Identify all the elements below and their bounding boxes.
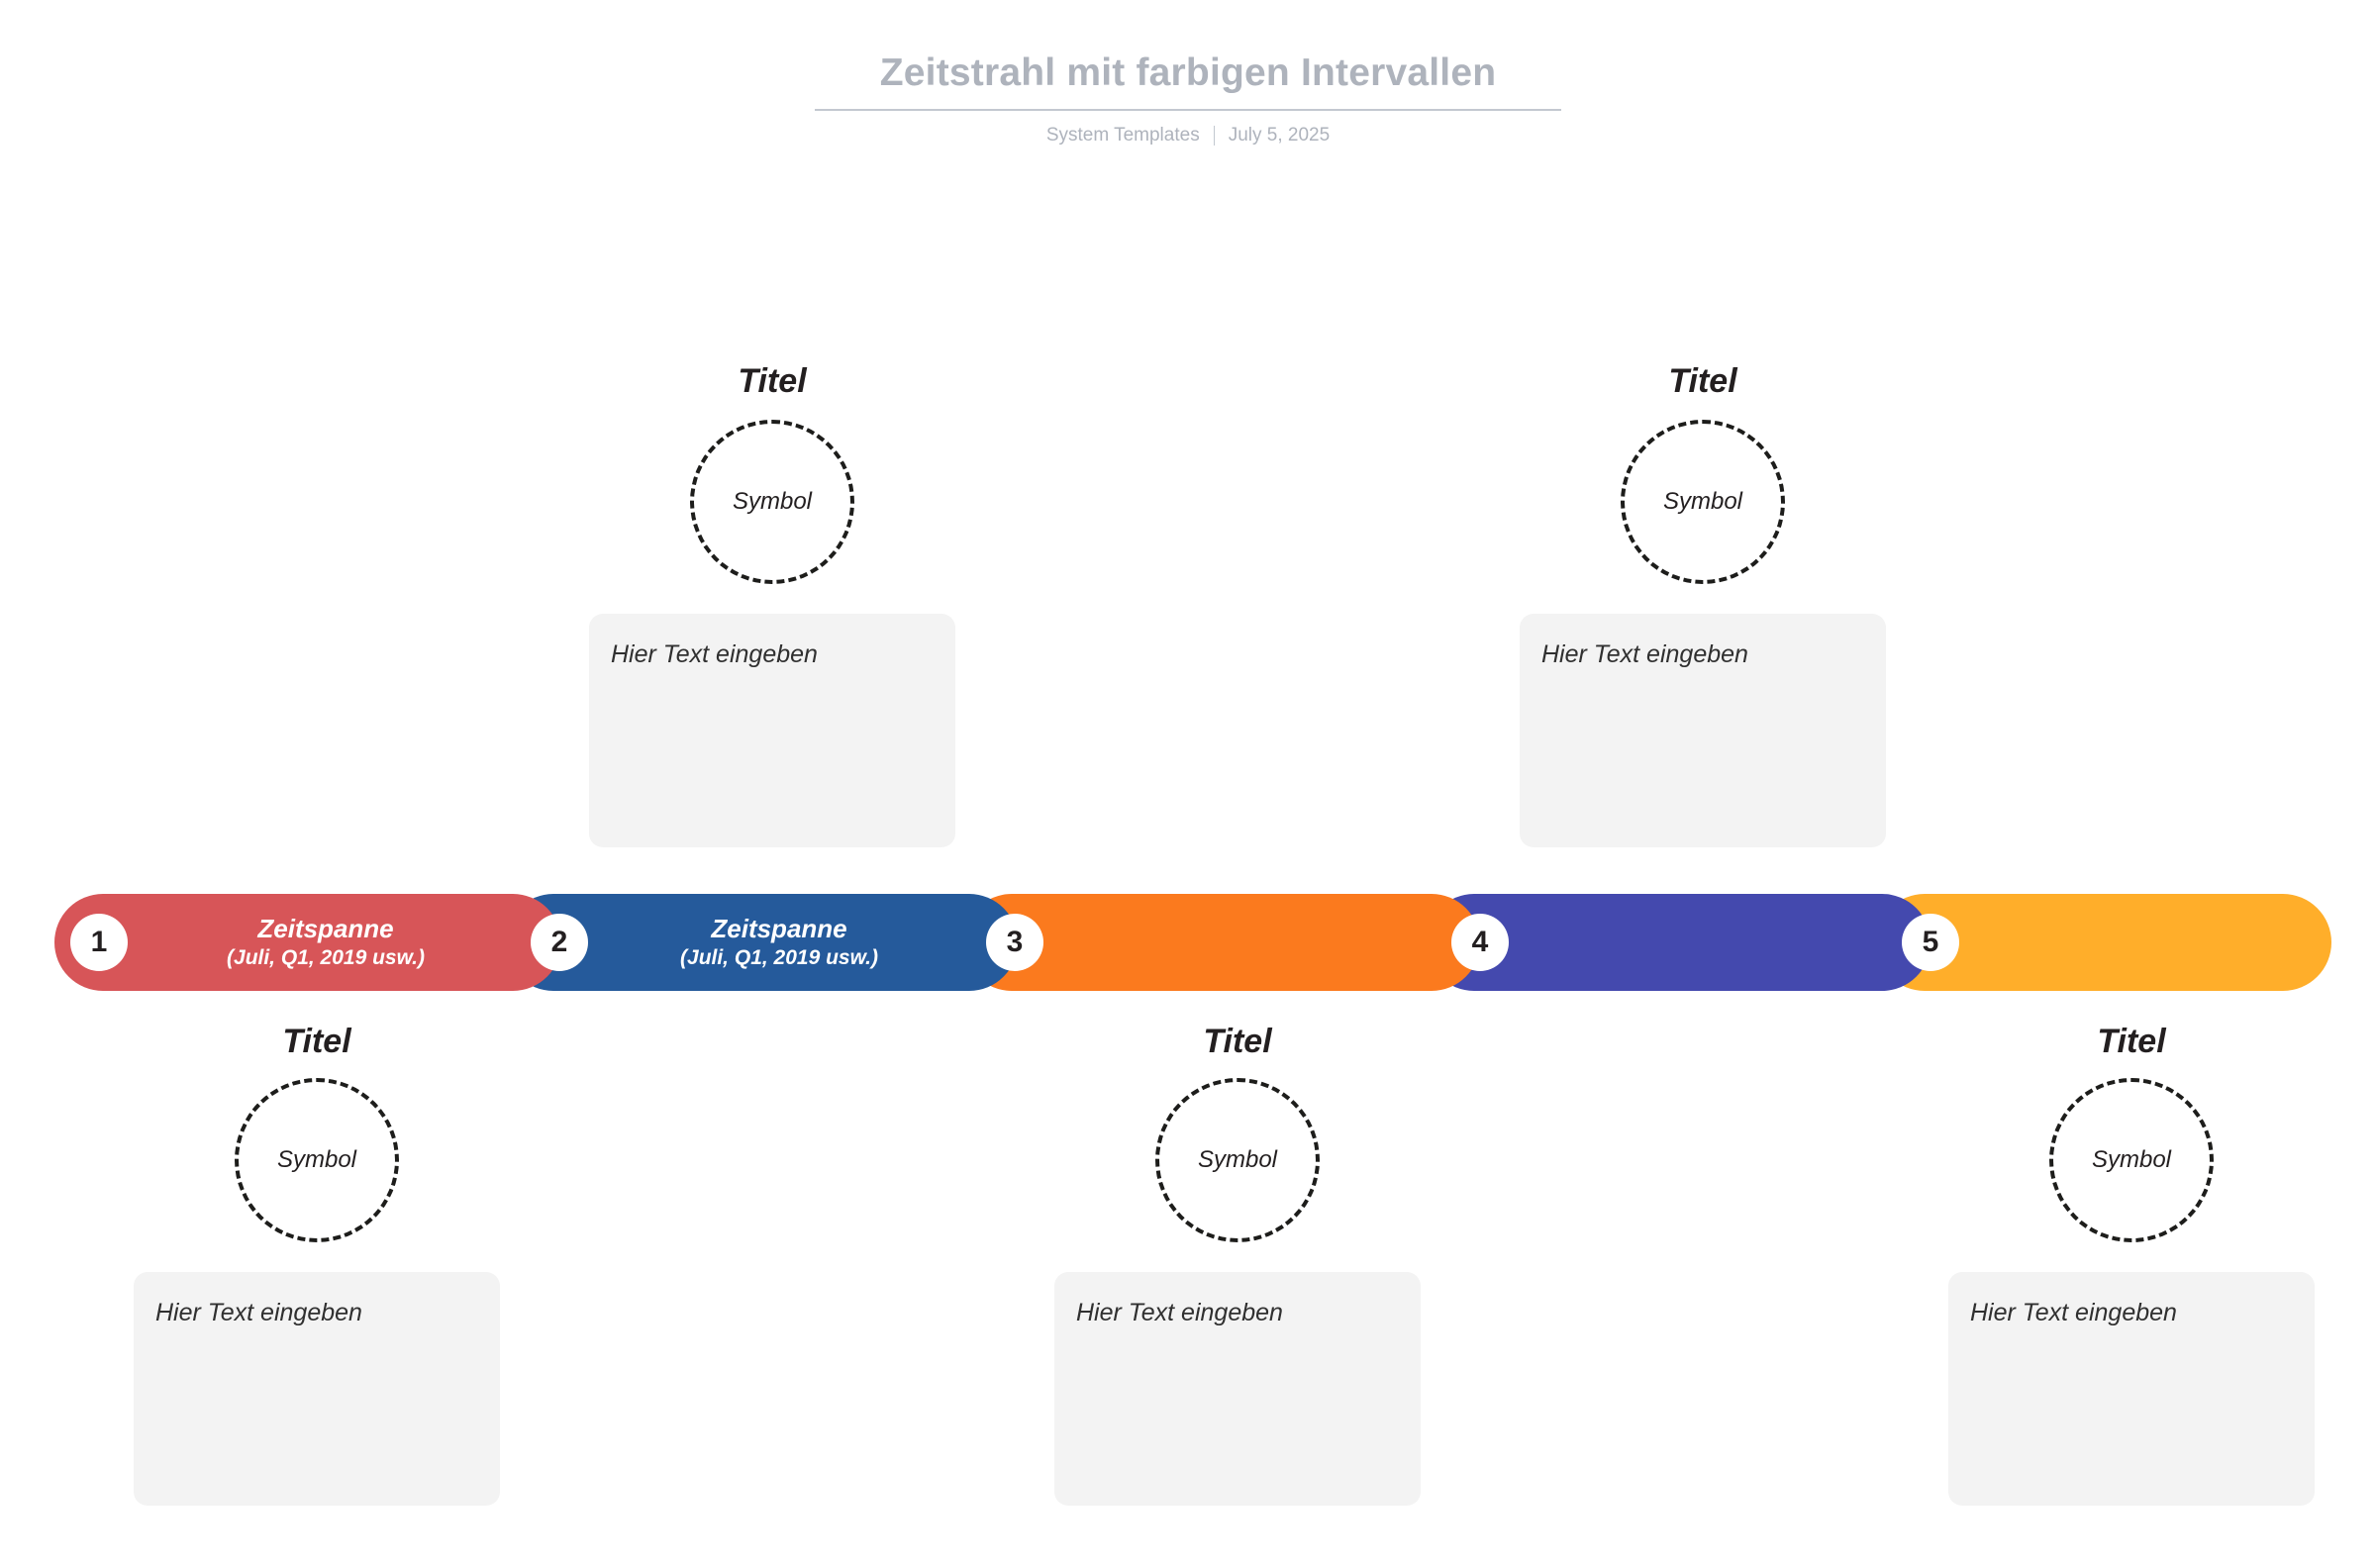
timeline-marker-3[interactable]: 3	[986, 914, 1043, 971]
header-divider	[1213, 125, 1215, 146]
node-title: Titel	[2097, 1023, 2166, 1060]
header-date: July 5, 2025	[1228, 124, 1331, 146]
symbol-placeholder-icon[interactable]: Symbol	[690, 420, 854, 584]
node-text-box[interactable]: Hier Text eingeben	[589, 614, 955, 847]
symbol-label: Symbol	[732, 488, 813, 515]
node-text-placeholder: Hier Text eingeben	[611, 640, 818, 668]
symbol-label: Symbol	[1197, 1146, 1278, 1173]
segment-label: Zeitspanne (Juli, Q1, 2019 usw.)	[635, 914, 888, 970]
segment-label	[1194, 941, 1249, 943]
node-text-box[interactable]: Hier Text eingeben	[1054, 1272, 1421, 1506]
node-text-box[interactable]: Hier Text eingeben	[1948, 1272, 2315, 1506]
node-title: Titel	[738, 362, 807, 400]
symbol-placeholder-icon[interactable]: Symbol	[1621, 420, 1785, 584]
header-source: System Templates	[1045, 124, 1200, 146]
symbol-label: Symbol	[1662, 488, 1743, 515]
segment-label-line2: (Juli, Q1, 2019 usw.)	[227, 945, 425, 969]
page-header: Zeitstrahl mit farbigen Intervallen Syst…	[0, 51, 2376, 147]
node-text-placeholder: Hier Text eingeben	[1076, 1299, 1283, 1326]
segment-label: Zeitspanne (Juli, Q1, 2019 usw.)	[181, 914, 435, 970]
header-subtitle: System Templates July 5, 2025	[0, 125, 2376, 147]
timeline-node-5[interactable]: Titel Symbol Hier Text eingeben	[1948, 1025, 2315, 1506]
timeline-segment-4[interactable]	[1426, 894, 1930, 991]
marker-number: 5	[1922, 926, 1939, 958]
node-text-box[interactable]: Hier Text eingeben	[134, 1272, 500, 1506]
timeline-marker-1[interactable]: 1	[70, 914, 128, 971]
timeline-segment-1[interactable]: Zeitspanne (Juli, Q1, 2019 usw.)	[54, 894, 561, 991]
symbol-placeholder-icon[interactable]: Symbol	[2049, 1078, 2214, 1242]
timeline-marker-5[interactable]: 5	[1902, 914, 1959, 971]
node-text-box[interactable]: Hier Text eingeben	[1520, 614, 1886, 847]
marker-number: 4	[1471, 926, 1489, 958]
page-title: Zeitstrahl mit farbigen Intervallen	[814, 51, 1562, 111]
segment-label	[2076, 941, 2131, 943]
node-title: Titel	[282, 1023, 351, 1060]
marker-number: 1	[90, 926, 108, 958]
node-title: Titel	[1203, 1023, 1272, 1060]
node-text-placeholder: Hier Text eingeben	[155, 1299, 362, 1326]
node-text-placeholder: Hier Text eingeben	[1541, 640, 1748, 668]
symbol-label: Symbol	[276, 1146, 357, 1173]
node-text-placeholder: Hier Text eingeben	[1970, 1299, 2177, 1326]
timeline-node-1[interactable]: Titel Symbol Hier Text eingeben	[134, 1025, 500, 1506]
segment-label	[1650, 941, 1706, 943]
segment-label-line1: Zeitspanne	[257, 914, 394, 944]
symbol-label: Symbol	[2091, 1146, 2172, 1173]
node-title: Titel	[1668, 362, 1737, 400]
timeline-marker-4[interactable]: 4	[1451, 914, 1509, 971]
timeline-segment-3[interactable]	[963, 894, 1480, 991]
timeline-bar: Zeitspanne (Juli, Q1, 2019 usw.) Zeitspa…	[54, 894, 2331, 991]
marker-number: 2	[550, 926, 568, 958]
symbol-placeholder-icon[interactable]: Symbol	[235, 1078, 399, 1242]
segment-label-line2: (Juli, Q1, 2019 usw.)	[680, 945, 878, 969]
marker-number: 3	[1006, 926, 1024, 958]
segment-label-line1: Zeitspanne	[711, 914, 847, 944]
timeline-node-3[interactable]: Titel Symbol Hier Text eingeben	[1054, 1025, 1421, 1506]
timeline-node-4[interactable]: Titel Symbol Hier Text eingeben	[1520, 364, 1886, 847]
timeline-node-2[interactable]: Titel Symbol Hier Text eingeben	[589, 364, 955, 847]
symbol-placeholder-icon[interactable]: Symbol	[1155, 1078, 1320, 1242]
timeline-marker-2[interactable]: 2	[531, 914, 588, 971]
